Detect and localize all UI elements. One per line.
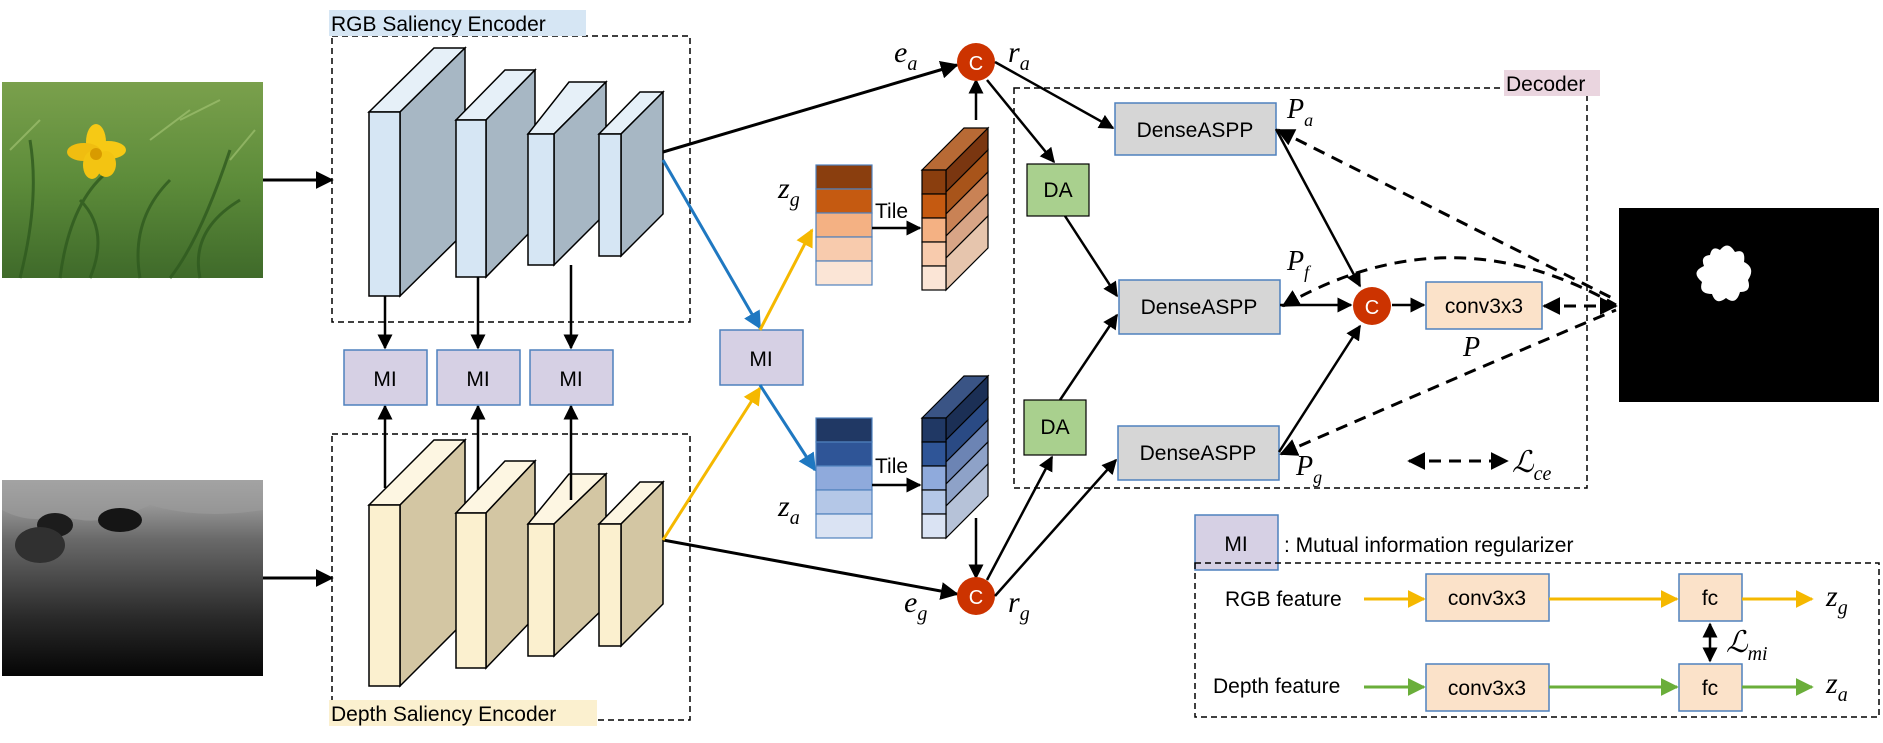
conv-label: conv3x3 — [1448, 677, 1526, 700]
za-output-label: za — [1825, 667, 1848, 706]
decoder-arrows — [985, 60, 1426, 597]
tile-label-a: Tile — [875, 455, 908, 478]
pf-label: Pf — [1286, 246, 1312, 282]
rgb-encoder: RGB Saliency Encoder — [329, 10, 691, 323]
za-latent-vector — [815, 417, 873, 539]
lmi-label: ℒmi — [1726, 626, 1768, 665]
mi-label: MI — [559, 368, 582, 391]
dense-aspp-f: DenseASPP — [1118, 279, 1281, 335]
zg-output-label: zg — [1825, 580, 1848, 619]
decoder-title: Decoder — [1506, 73, 1585, 96]
da-label: DA — [1040, 416, 1069, 439]
concat-label: C — [969, 587, 983, 609]
mi-module-1: MI — [343, 349, 428, 406]
rg-label: rg — [1008, 586, 1030, 625]
rgb-feature-label: RGB feature — [1225, 588, 1342, 611]
depth-encoder-block-1 — [367, 438, 467, 688]
decoder-conv3x3: conv3x3 — [1425, 281, 1543, 330]
depth-feature-label: Depth feature — [1213, 675, 1340, 698]
mi-fc-rgb: fc — [1678, 573, 1743, 622]
depth-encoder-block-3 — [526, 472, 608, 658]
dense-aspp-label: DenseASPP — [1137, 119, 1254, 142]
supervision-arrows — [1276, 128, 1618, 456]
mi-module-2: MI — [436, 349, 521, 406]
rgb-encoder-block-2 — [454, 68, 537, 279]
concat-label: C — [1365, 297, 1379, 319]
mi-conv3x3-depth: conv3x3 — [1425, 663, 1550, 712]
rgb-to-mi-arrow — [661, 159, 762, 330]
pg-label: Pg — [1295, 451, 1322, 487]
p-label: P — [1462, 332, 1480, 363]
mi-fc-depth: fc — [1678, 663, 1743, 712]
fc-label: fc — [1702, 677, 1718, 700]
dense-aspp-a: DenseASPP — [1114, 102, 1277, 156]
mi-conv3x3-rgb: conv3x3 — [1425, 573, 1550, 622]
depth-input-image — [2, 480, 263, 676]
mi-label: MI — [466, 368, 489, 391]
depth-encoder-block-4 — [597, 480, 665, 648]
ra-label: ra — [1008, 36, 1030, 75]
za-tiled-cube — [920, 374, 990, 540]
concat-node-decoder: C — [1353, 287, 1391, 325]
e-g-arrow — [662, 538, 959, 600]
depth-encoder-title: Depth Saliency Encoder — [331, 703, 556, 726]
zg-latent-vector — [815, 164, 873, 286]
depth-to-mi-arrow — [661, 386, 762, 541]
mi-module-3: MI — [529, 349, 614, 406]
depth-encoder-block-2 — [454, 459, 537, 670]
mi-to-zg-arrow — [758, 228, 814, 331]
da-module-top: DA — [1026, 163, 1090, 217]
mi-label: MI — [373, 368, 396, 391]
mi-to-za-arrow — [758, 384, 817, 472]
encoder-mi-arrows — [377, 265, 579, 500]
rgb-encoder-title: RGB Saliency Encoder — [331, 13, 546, 36]
da-module-bottom: DA — [1023, 399, 1087, 456]
mi-label: MI — [749, 348, 772, 371]
dense-aspp-label: DenseASPP — [1141, 296, 1258, 319]
rgb-encoder-block-4 — [597, 90, 665, 258]
mi-legend-text: : Mutual information regularizer — [1284, 534, 1573, 557]
ea-label: ea — [894, 36, 917, 75]
e-a-arrow — [662, 60, 959, 154]
zg-tiled-cube — [920, 126, 990, 292]
fc-label: fc — [1702, 587, 1718, 610]
mi-regularizer-detail: RGB feature Depth feature conv3x3 conv3x… — [1194, 562, 1880, 718]
conv-label: conv3x3 — [1445, 295, 1523, 318]
tile-label-g: Tile — [875, 200, 908, 223]
saliency-output-image — [1619, 208, 1879, 402]
depth-encoder: Depth Saliency Encoder — [329, 433, 691, 726]
dense-aspp-g: DenseASPP — [1117, 425, 1280, 481]
da-label: DA — [1043, 179, 1072, 202]
dense-aspp-label: DenseASPP — [1140, 442, 1257, 465]
concat-node-g: C — [957, 577, 995, 615]
mi-legend: MI : Mutual information regularizer — [1194, 514, 1573, 571]
za-label: za — [777, 490, 800, 529]
mi-label: MI — [1224, 533, 1247, 556]
concat-label: C — [969, 53, 983, 75]
conv-label: conv3x3 — [1448, 587, 1526, 610]
rgb-encoder-block-1 — [367, 46, 467, 298]
rgb-encoder-block-3 — [526, 80, 608, 267]
zg-label: zg — [777, 172, 800, 211]
eg-label: eg — [904, 586, 927, 625]
decoder: Decoder — [1013, 70, 1600, 489]
concat-node-a: C — [957, 43, 995, 81]
pa-label: Pa — [1286, 94, 1313, 130]
mi-module-center: MI — [719, 329, 804, 386]
flower-icon — [67, 124, 126, 179]
lce-label: ℒce — [1512, 446, 1551, 485]
rgb-input-image — [2, 82, 263, 279]
